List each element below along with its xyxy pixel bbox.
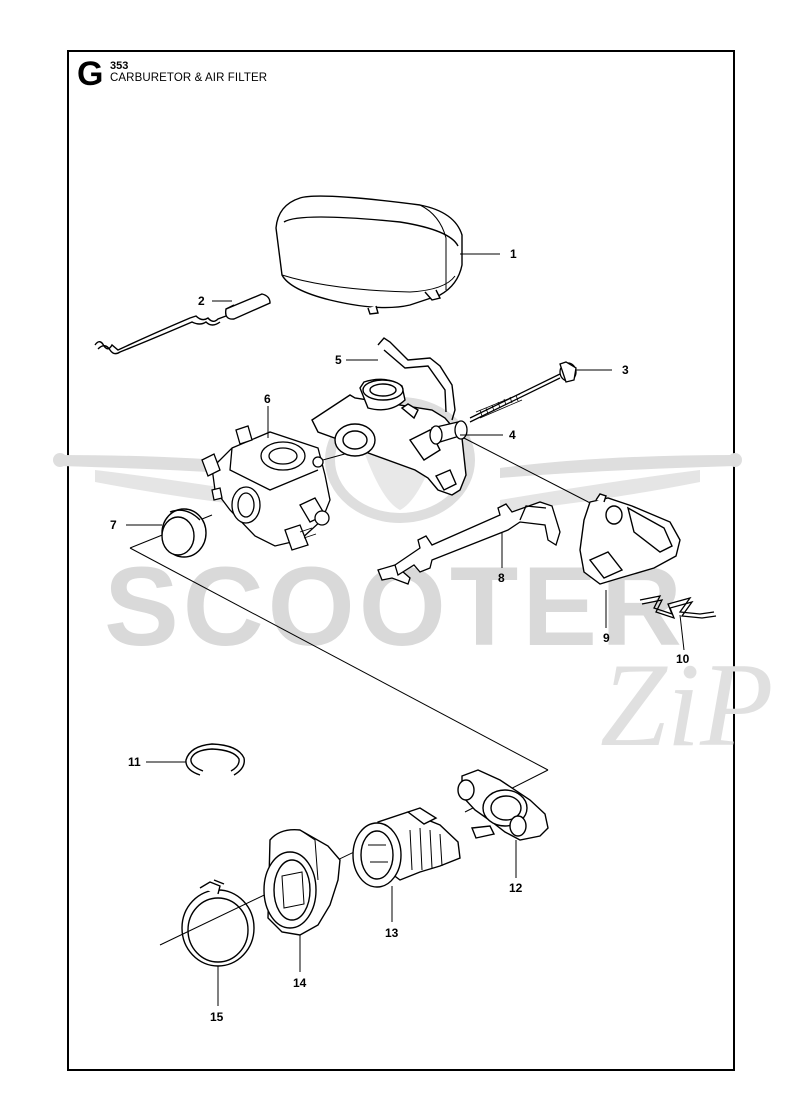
carburetor-bracket[interactable] <box>311 337 467 496</box>
watermark-zip-text: ZiP <box>600 638 773 771</box>
callout-2: 2 <box>198 294 205 308</box>
callout-12: 12 <box>509 881 523 895</box>
hose-clamp[interactable] <box>181 879 255 967</box>
callout-15: 15 <box>210 1010 224 1024</box>
callout-3: 3 <box>622 363 629 377</box>
callout-leaders <box>126 253 685 1006</box>
callout-6: 6 <box>264 392 271 406</box>
callout-14: 14 <box>293 976 307 990</box>
callout-5: 5 <box>335 353 342 367</box>
air-filter-cover[interactable] <box>275 195 463 315</box>
callout-10: 10 <box>676 652 690 666</box>
carburetor[interactable] <box>201 425 331 551</box>
callout-8: 8 <box>498 571 505 585</box>
section-title: CARBURETOR & AIR FILTER <box>110 72 268 84</box>
callout-11: 11 <box>128 755 141 769</box>
spring[interactable] <box>639 595 717 620</box>
lever[interactable] <box>579 493 681 585</box>
callout-7: 7 <box>110 518 117 532</box>
choke-rod[interactable] <box>94 293 271 355</box>
throttle-rod[interactable] <box>377 501 561 585</box>
callout-9: 9 <box>603 631 610 645</box>
callout-1: 1 <box>510 247 517 261</box>
gasket-ring[interactable] <box>161 508 207 558</box>
intake-flange[interactable] <box>263 829 341 936</box>
callout-4: 4 <box>509 428 516 442</box>
callout-13: 13 <box>385 926 399 940</box>
diagram-frame <box>67 50 735 1071</box>
section-letter: G <box>77 55 104 93</box>
screw[interactable] <box>469 361 577 423</box>
callout-labels: 1 2 3 4 5 6 7 8 9 10 11 12 13 14 15 <box>110 247 690 1024</box>
model-number: 353 <box>110 60 129 72</box>
clamp[interactable] <box>457 769 549 841</box>
retaining-ring[interactable] <box>185 743 245 776</box>
intake-boot[interactable] <box>352 807 461 888</box>
